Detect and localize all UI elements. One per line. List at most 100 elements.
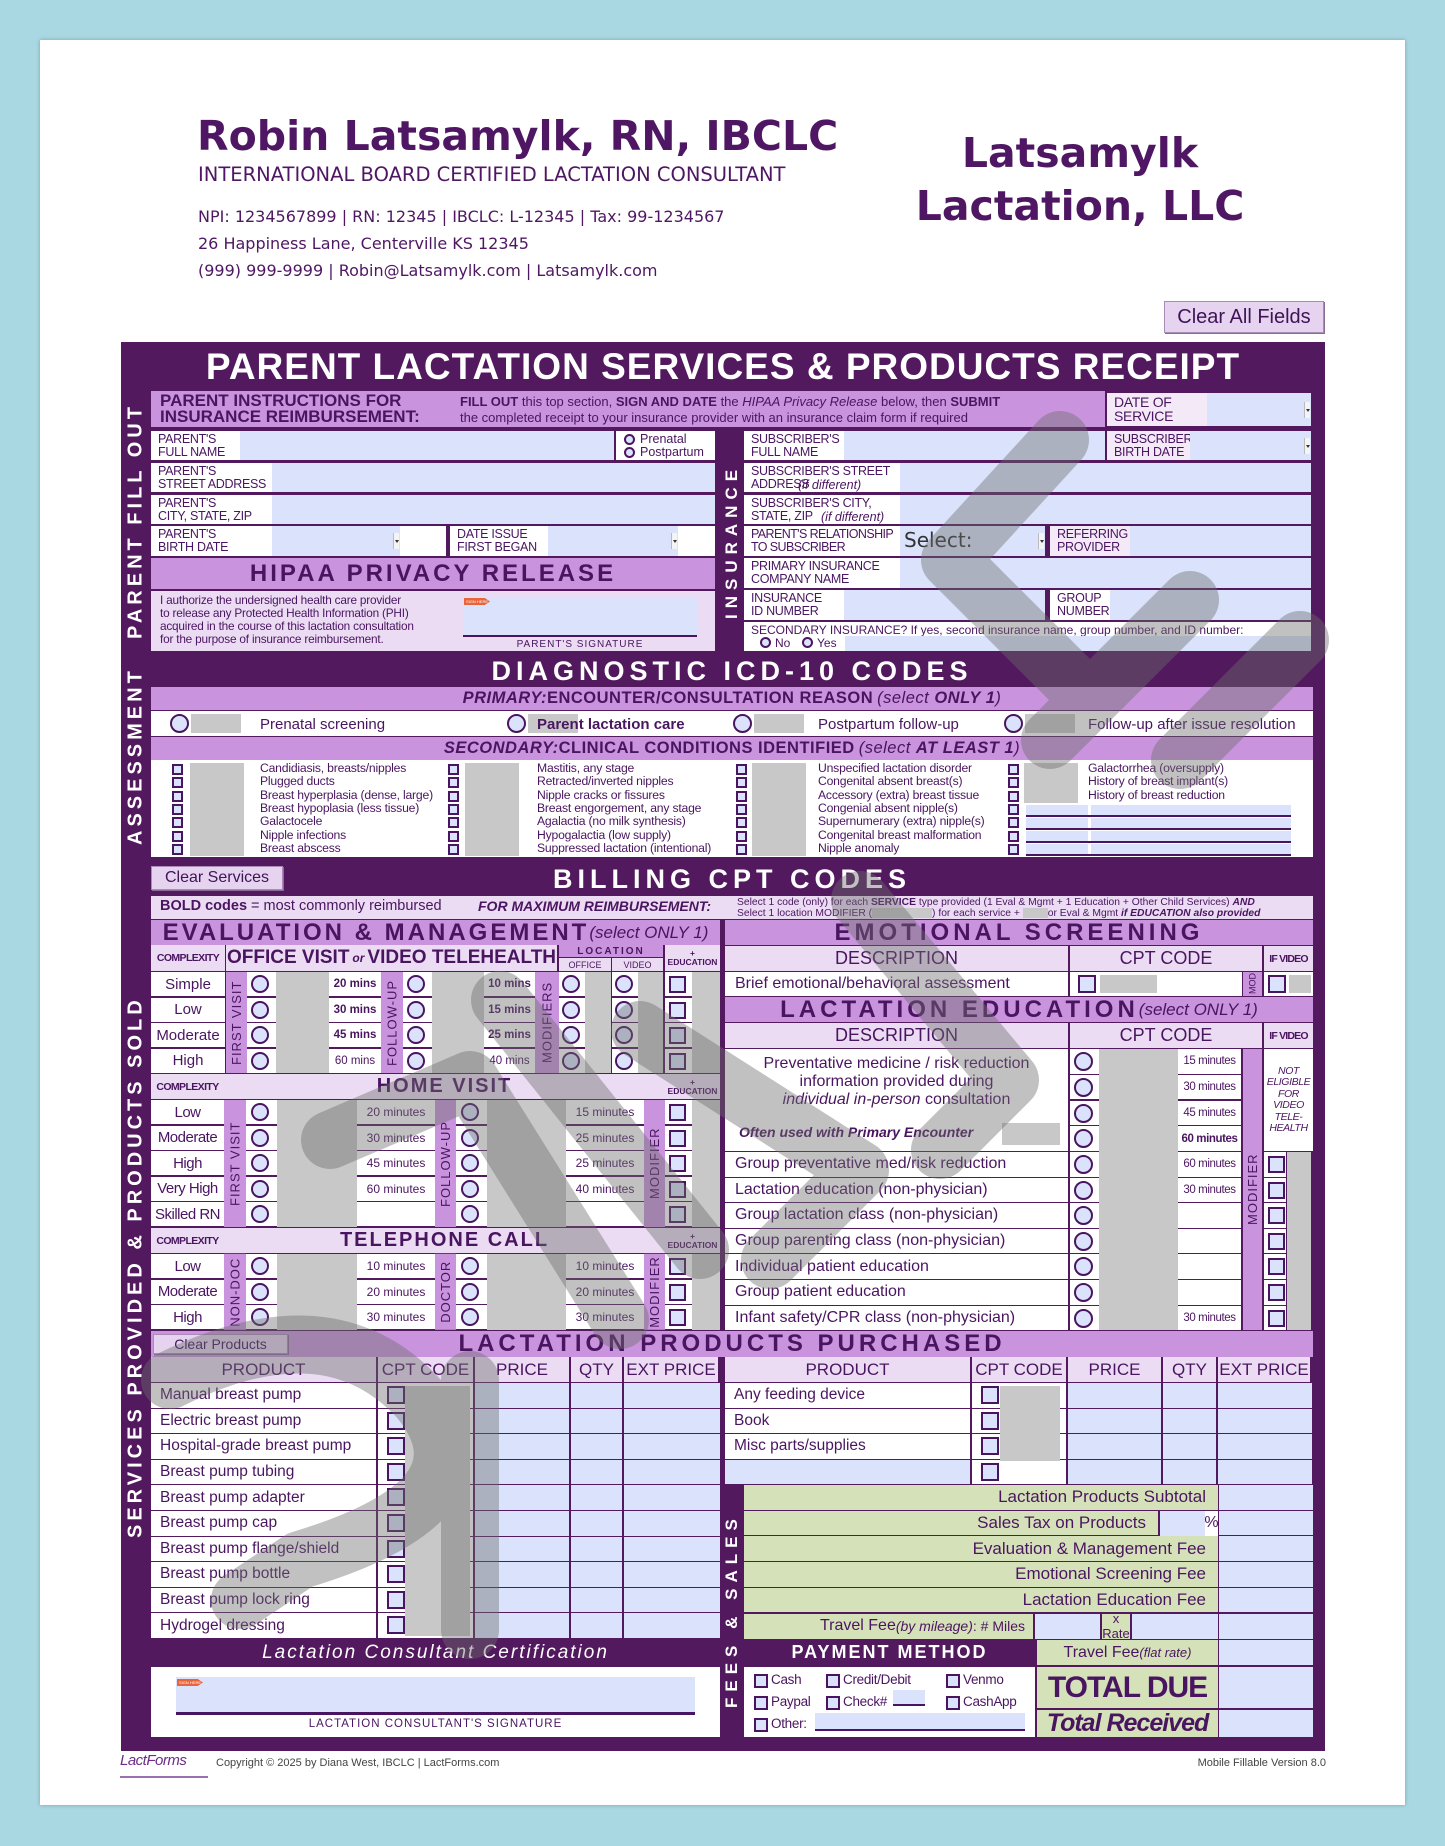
ext-price-field[interactable] — [624, 1562, 720, 1587]
product-checkbox[interactable] — [387, 1488, 405, 1507]
price-field[interactable] — [475, 1562, 569, 1587]
tax-rate-field[interactable] — [1160, 1511, 1205, 1536]
home-visit-first-radio[interactable] — [251, 1128, 269, 1147]
education-checkbox[interactable] — [669, 976, 686, 993]
qty-field[interactable] — [571, 1383, 622, 1408]
condition-checkbox[interactable] — [1008, 817, 1019, 829]
postpartum-radio[interactable] — [624, 447, 635, 458]
subscriber-city-field[interactable] — [900, 495, 1311, 524]
first-visit-radio[interactable] — [251, 975, 269, 993]
payment-paypal-checkbox[interactable] — [754, 1696, 768, 1710]
telephone-call-second-radio[interactable] — [461, 1282, 479, 1301]
custom-code-field[interactable] — [1026, 844, 1088, 854]
education-checkbox[interactable] — [669, 1001, 686, 1019]
video-modifier-radio[interactable] — [615, 975, 633, 993]
qty-field[interactable] — [1163, 1383, 1216, 1408]
preventative-radio[interactable] — [1074, 1077, 1093, 1097]
condition-checkbox[interactable] — [1008, 777, 1019, 789]
telephone-call-second-radio[interactable] — [461, 1308, 479, 1327]
condition-checkbox[interactable] — [736, 764, 747, 775]
telephone-call-first-radio[interactable] — [251, 1257, 269, 1275]
education-radio[interactable] — [1074, 1206, 1093, 1226]
qty-field[interactable] — [571, 1587, 622, 1613]
travel-flat-amount-field[interactable] — [1219, 1640, 1313, 1665]
price-field[interactable] — [1068, 1383, 1161, 1408]
primary-reason-radio[interactable] — [170, 714, 189, 733]
condition-checkbox[interactable] — [1008, 830, 1019, 842]
product-checkbox[interactable] — [387, 1386, 405, 1404]
education-video-checkbox[interactable] — [1268, 1232, 1285, 1250]
price-field[interactable] — [475, 1485, 569, 1510]
home-visit-second-radio[interactable] — [461, 1179, 479, 1198]
product-checkbox[interactable] — [981, 1437, 999, 1456]
condition-checkbox[interactable] — [172, 790, 183, 802]
home-visit-first-radio[interactable] — [251, 1103, 269, 1121]
home-visit-first-radio[interactable] — [251, 1154, 269, 1173]
rate-field[interactable] — [1132, 1614, 1218, 1639]
date-of-service-field[interactable] — [1207, 393, 1311, 426]
first-visit-radio[interactable] — [251, 1026, 269, 1044]
home-visit-second-radio[interactable] — [461, 1154, 479, 1173]
ext-price-field[interactable] — [624, 1511, 720, 1536]
condition-checkbox[interactable] — [172, 764, 183, 775]
subscriber-name-field[interactable] — [844, 431, 1105, 460]
condition-checkbox[interactable] — [1008, 764, 1019, 775]
telephone-call-first-radio[interactable] — [251, 1308, 269, 1327]
qty-field[interactable] — [1163, 1408, 1216, 1434]
preventative-radio[interactable] — [1074, 1052, 1093, 1071]
follow-up-radio[interactable] — [407, 1000, 425, 1019]
product-checkbox[interactable] — [387, 1411, 405, 1430]
education-radio[interactable] — [1074, 1155, 1093, 1174]
product-checkbox[interactable] — [387, 1462, 405, 1481]
insurance-company-field[interactable] — [900, 558, 1311, 588]
parent-birth-date-field[interactable] — [272, 526, 400, 556]
education-video-checkbox[interactable] — [1268, 1156, 1285, 1173]
ext-price-field[interactable] — [624, 1536, 720, 1562]
education-video-checkbox[interactable] — [1268, 1309, 1285, 1327]
office-modifier-radio[interactable] — [562, 1051, 580, 1070]
home-visit-second-radio[interactable] — [461, 1103, 479, 1121]
education-checkbox[interactable] — [669, 1180, 686, 1198]
custom-product-field[interactable] — [725, 1459, 970, 1485]
education-checkbox[interactable] — [669, 1283, 686, 1301]
consultant-signature-field[interactable] — [176, 1677, 695, 1712]
total-received-field[interactable] — [1219, 1710, 1313, 1737]
ext-price-field[interactable] — [1218, 1434, 1312, 1459]
parent-street-field[interactable] — [272, 463, 715, 492]
education-checkbox[interactable] — [669, 1052, 686, 1070]
sales-tax-amount-field[interactable] — [1219, 1510, 1313, 1536]
qty-field[interactable] — [571, 1459, 622, 1485]
emotional-checkbox[interactable] — [1078, 975, 1096, 993]
follow-up-radio[interactable] — [407, 1026, 425, 1044]
dropdown-arrow-icon[interactable] — [1038, 533, 1044, 549]
condition-checkbox[interactable] — [172, 817, 183, 829]
prenatal-radio[interactable] — [624, 434, 635, 445]
ext-price-field[interactable] — [1218, 1408, 1312, 1434]
condition-checkbox[interactable] — [736, 843, 747, 855]
subscriber-birth-field[interactable] — [1190, 431, 1311, 460]
secondary-no-radio[interactable] — [760, 637, 771, 648]
ext-price-field[interactable] — [1218, 1459, 1312, 1485]
qty-field[interactable] — [571, 1536, 622, 1562]
price-field[interactable] — [475, 1587, 569, 1613]
home-visit-second-radio[interactable] — [461, 1205, 479, 1224]
home-visit-first-radio[interactable] — [251, 1179, 269, 1198]
other-payment-field[interactable] — [815, 1713, 1025, 1730]
education-checkbox[interactable] — [669, 1027, 686, 1044]
ext-price-field[interactable] — [624, 1613, 720, 1638]
follow-up-radio[interactable] — [407, 975, 425, 993]
education-video-checkbox[interactable] — [1268, 1207, 1285, 1225]
condition-checkbox[interactable] — [448, 790, 459, 802]
product-checkbox[interactable] — [387, 1539, 405, 1558]
ext-price-field[interactable] — [1218, 1383, 1312, 1408]
qty-field[interactable] — [571, 1408, 622, 1434]
parent-city-field[interactable] — [272, 495, 715, 524]
clear-all-fields-button[interactable]: Clear All Fields — [1164, 301, 1324, 333]
emotional-video-checkbox[interactable] — [1268, 975, 1286, 993]
product-checkbox[interactable] — [387, 1437, 405, 1456]
education-video-checkbox[interactable] — [1268, 1258, 1285, 1276]
education-video-checkbox[interactable] — [1268, 1181, 1285, 1199]
parent-signature-field[interactable] — [463, 597, 697, 635]
referring-provider-field[interactable] — [1130, 526, 1311, 556]
dropdown-arrow-icon[interactable] — [671, 533, 677, 549]
